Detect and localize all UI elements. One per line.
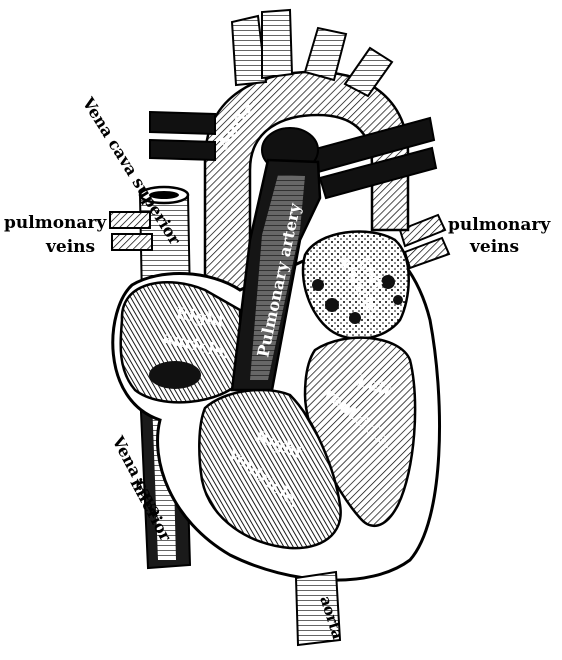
- label-pulmonary-veins-right-2: veins: [469, 237, 519, 257]
- label-pulmonary-veins-right-1: pulmonary: [448, 215, 551, 235]
- label-pulmonary-veins-left-2: veins: [45, 237, 95, 257]
- pulmonary-veins-left-vessels: [109, 211, 153, 251]
- pulmonary-veins-right-vessels: [398, 213, 451, 270]
- left-ventricle: [303, 336, 417, 527]
- aorta-descending-vessel: [294, 570, 342, 647]
- label-pulmonary-veins-left-1: pulmonary: [4, 213, 107, 233]
- left-auricle: [301, 230, 410, 340]
- right-ventricle: [198, 388, 342, 550]
- pulmonary-branches-top: [149, 110, 438, 200]
- aortic-arch: [203, 8, 410, 302]
